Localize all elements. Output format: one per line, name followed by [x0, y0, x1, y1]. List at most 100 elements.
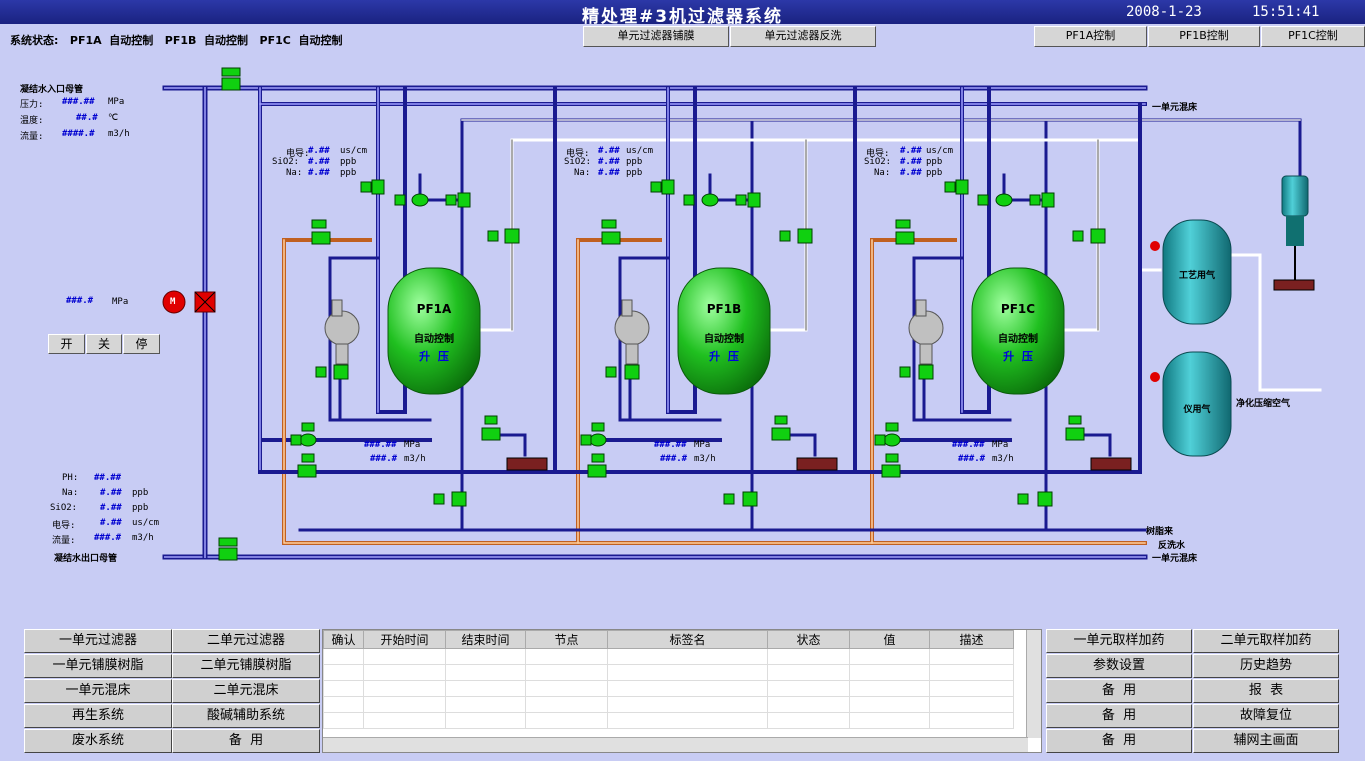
nav-wastewater[interactable]: 废水系统: [24, 729, 172, 753]
outlet-sio2-label: SiO2:: [50, 503, 78, 513]
nav-unit2-sampling[interactable]: 二单元取样加药: [1193, 629, 1339, 653]
nav-report[interactable]: 报 表: [1193, 679, 1339, 703]
col-end-time[interactable]: 结束时间: [445, 630, 526, 649]
pf1c-pressure-value: ###.##: [952, 440, 985, 450]
backwash-label: 反洗水: [1158, 541, 1186, 551]
nav-unit2-mixed-bed[interactable]: 二单元混床: [172, 679, 320, 703]
inlet-temp-value: ##.#: [76, 113, 98, 123]
nav-spare-2[interactable]: 备 用: [1046, 704, 1192, 728]
air-label: 净化压缩空气: [1236, 399, 1291, 409]
pf1a-flow-unit: m3/h: [404, 454, 426, 464]
pf1c-na-label: Na:: [874, 168, 891, 178]
col-ack[interactable]: 确认: [323, 630, 364, 649]
nav-param-settings[interactable]: 参数设置: [1046, 654, 1192, 678]
outlet-flow-unit: m3/h: [132, 533, 154, 543]
pf1c-state: 升 压: [1003, 350, 1033, 363]
pf1b-flow-unit: m3/h: [694, 454, 716, 464]
outlet-flow-value: ###.#: [94, 533, 122, 543]
pump-close-button[interactable]: 关: [86, 334, 122, 354]
alarm-table[interactable]: 确认 开始时间 结束时间 节点 标签名 状态 值 描述: [322, 629, 1042, 753]
pf1a-sio2-unit: ppb: [340, 157, 357, 167]
horizontal-scrollbar[interactable]: [323, 737, 1028, 752]
nav-regeneration[interactable]: 再生系统: [24, 704, 172, 728]
pf1c-name[interactable]: PF1C: [1000, 302, 1036, 316]
pf1c-na-value: #.##: [900, 168, 922, 178]
pf1b-control-button[interactable]: PF1B控制: [1148, 26, 1260, 47]
inlet-flow-label: 流量:: [20, 132, 44, 142]
col-tag[interactable]: 标签名: [607, 630, 768, 649]
outlet-flow-label: 流量:: [52, 536, 76, 546]
pf1b-cond-value: #.##: [598, 146, 620, 156]
pf1b-mode: 自动控制: [704, 334, 744, 345]
pf1b-sio2-unit: ppb: [626, 157, 643, 167]
inlet-pressure-value: ###.##: [62, 97, 95, 107]
pf1a-tank: [387, 267, 481, 395]
nav-aux-main[interactable]: 辅网主画面: [1193, 729, 1339, 753]
backwash-button[interactable]: 单元过滤器反洗: [730, 26, 876, 47]
pf1a-state: 升 压: [419, 350, 449, 363]
pf1a-na-unit: ppb: [340, 168, 357, 178]
nav-history-trend[interactable]: 历史趋势: [1193, 654, 1339, 678]
pf1a-control-button[interactable]: PF1A控制: [1034, 26, 1147, 47]
motor-icon[interactable]: M: [170, 297, 176, 307]
nav-unit1-precoat[interactable]: 一单元铺膜树脂: [24, 654, 172, 678]
table-row[interactable]: [323, 712, 1014, 729]
nav-unit2-precoat[interactable]: 二单元铺膜树脂: [172, 654, 320, 678]
to-bed-top-label: 一单元混床: [1152, 103, 1198, 113]
process-diagram: [162, 67, 1322, 561]
nav-fault-reset[interactable]: 故障复位: [1193, 704, 1339, 728]
outlet-cond-value: #.##: [100, 518, 122, 528]
col-desc[interactable]: 描述: [929, 630, 1014, 649]
pf1b-flow-value: ###.#: [660, 454, 688, 464]
pf1c-control-button[interactable]: PF1C控制: [1261, 26, 1365, 47]
col-node[interactable]: 节点: [525, 630, 608, 649]
table-row[interactable]: [323, 680, 1014, 697]
nav-unit2-filter[interactable]: 二单元过滤器: [172, 629, 320, 653]
table-row[interactable]: [323, 648, 1014, 665]
nav-acid-alkali[interactable]: 酸碱辅助系统: [172, 704, 320, 728]
date-display: 2008-1-23: [1126, 4, 1202, 20]
pump-stop-button[interactable]: 停: [123, 334, 160, 354]
outlet-cond-label: 电导:: [52, 521, 76, 531]
nav-unit1-mixed-bed[interactable]: 一单元混床: [24, 679, 172, 703]
pf1a-pressure-unit: MPa: [404, 440, 421, 450]
pump-open-button[interactable]: 开: [48, 334, 85, 354]
time-display: 15:51:41: [1252, 4, 1320, 20]
pf1b-na-value: #.##: [598, 168, 620, 178]
pf1c-sio2-unit: ppb: [926, 157, 943, 167]
nav-spare-3[interactable]: 备 用: [1046, 729, 1192, 753]
pf1c-sio2-value: #.##: [900, 157, 922, 167]
pf1b-sio2-label: SiO2:: [564, 157, 592, 167]
outlet-title: 凝结水出口母管: [54, 554, 118, 564]
outlet-sio2-unit: ppb: [132, 503, 149, 513]
outlet-ph-label: PH:: [62, 473, 79, 483]
pf1b-na-label: Na:: [574, 168, 591, 178]
outlet-ph-value: ##.##: [94, 473, 122, 483]
pf1b-name[interactable]: PF1B: [706, 302, 742, 316]
instrument-air-label: 仪用气: [1183, 405, 1211, 415]
nav-spare-1[interactable]: 备 用: [1046, 679, 1192, 703]
table-row[interactable]: [323, 696, 1014, 713]
nav-unit1-filter[interactable]: 一单元过滤器: [24, 629, 172, 653]
pf1a-name[interactable]: PF1A: [416, 302, 452, 316]
pump-unit: MPa: [112, 297, 129, 307]
vertical-scrollbar[interactable]: [1026, 630, 1041, 738]
pf1b-pressure-value: ###.##: [654, 440, 687, 450]
col-value[interactable]: 值: [849, 630, 930, 649]
pf1a-flow-value: ###.#: [370, 454, 398, 464]
pf1a-cond-value: #.##: [308, 146, 330, 156]
inlet-flow-unit: m3/h: [108, 129, 130, 139]
inlet-title: 凝结水入口母管: [20, 85, 84, 95]
col-status[interactable]: 状态: [767, 630, 850, 649]
pf1a-sio2-value: #.##: [308, 157, 330, 167]
pf1c-na-unit: ppb: [926, 168, 943, 178]
nav-spare-left[interactable]: 备 用: [172, 729, 320, 753]
pf1a-mode: 自动控制: [414, 334, 454, 345]
pf1a-na-label: Na:: [286, 168, 303, 178]
pf1b-sio2-value: #.##: [598, 157, 620, 167]
pf1b-cond-unit: us/cm: [626, 146, 654, 156]
precoat-button[interactable]: 单元过滤器铺膜: [583, 26, 729, 47]
col-start-time[interactable]: 开始时间: [363, 630, 446, 649]
table-row[interactable]: [323, 664, 1014, 681]
nav-unit1-sampling[interactable]: 一单元取样加药: [1046, 629, 1192, 653]
